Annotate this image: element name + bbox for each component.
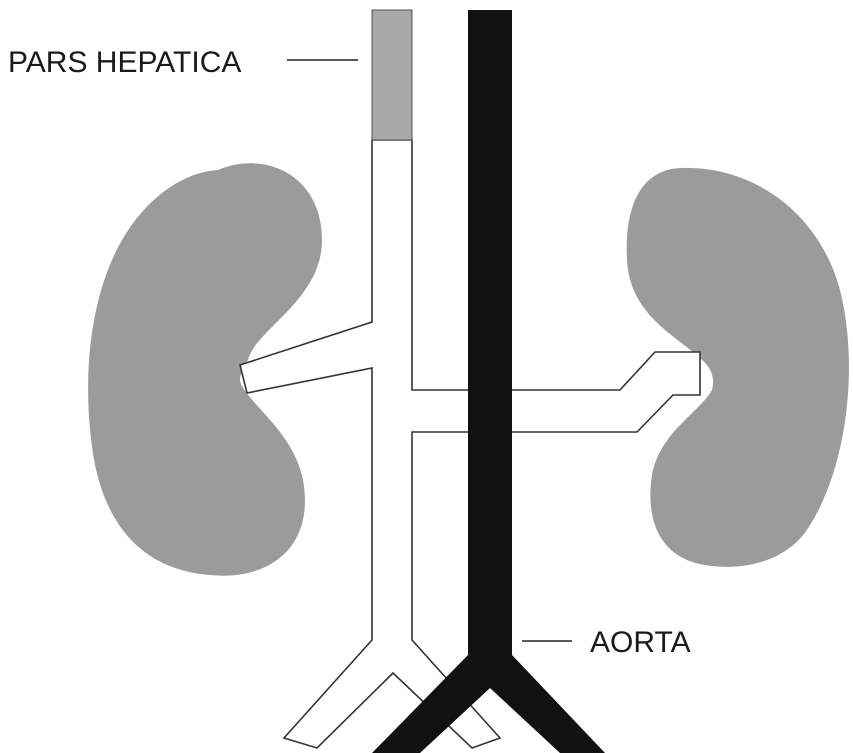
pars-hepatica-label: PARS HEPATICA [8, 46, 241, 79]
aorta-label: AORTA [590, 626, 691, 659]
pars-hepatica-segment [372, 10, 412, 140]
